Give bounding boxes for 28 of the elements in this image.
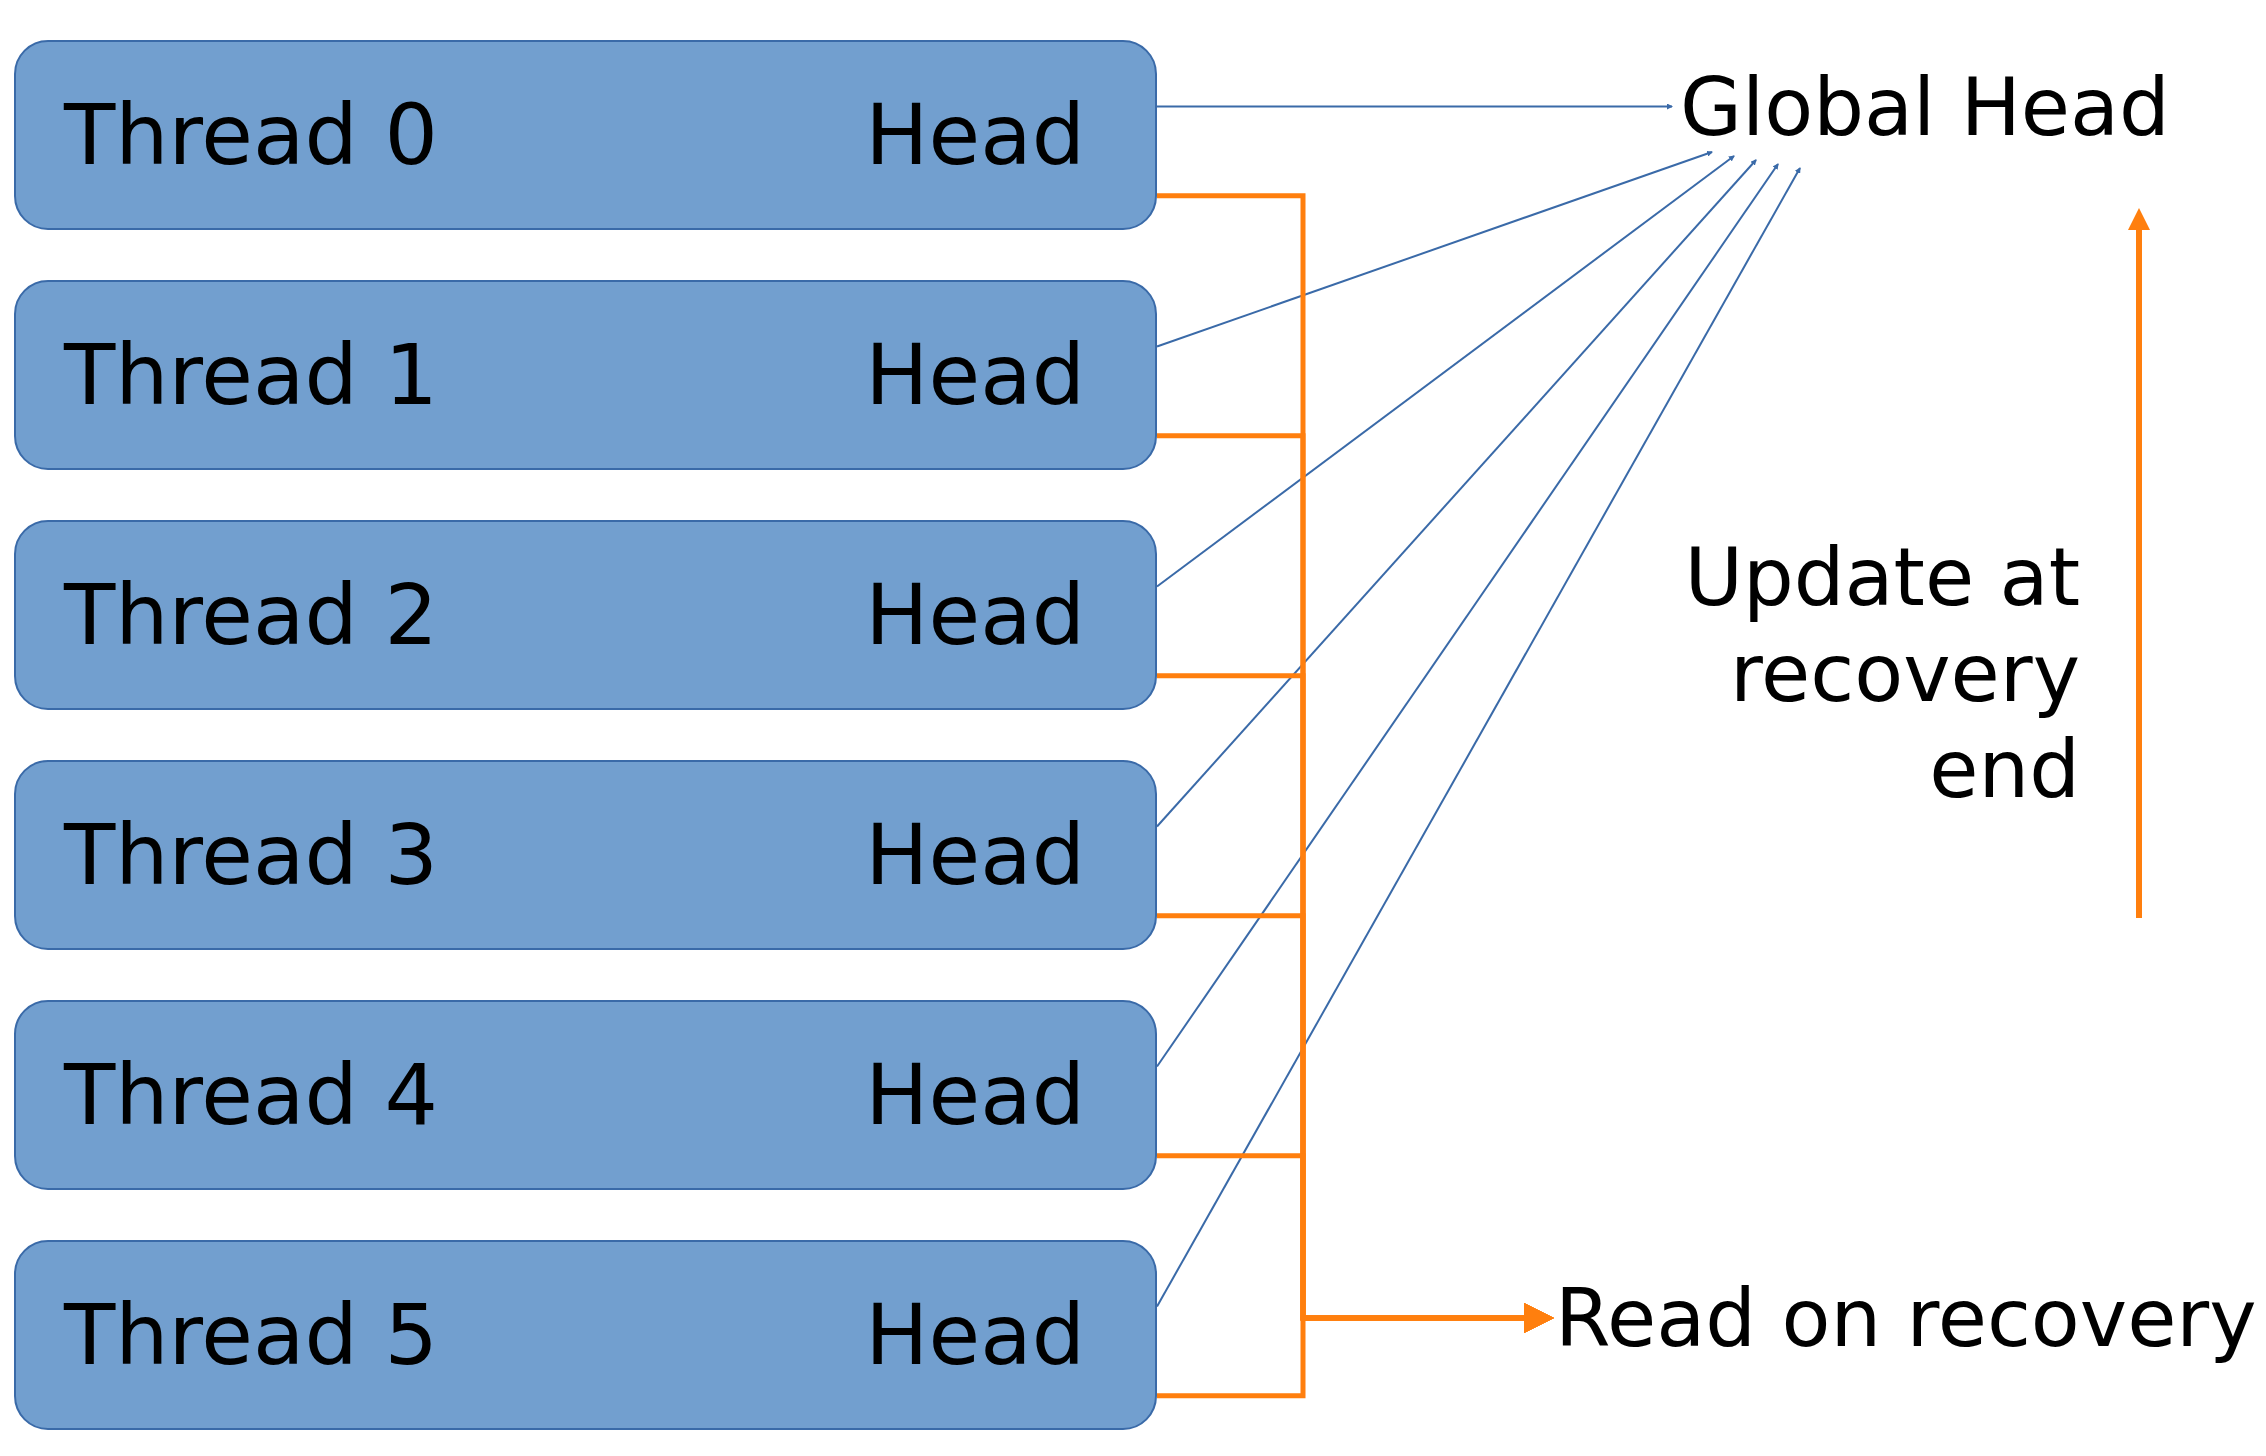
thread-box — [14, 280, 1157, 470]
arrow — [1156, 163, 1779, 1068]
arrow — [1156, 167, 1801, 1308]
arrow — [1157, 1303, 1554, 1399]
thread-label: Thread 2 — [64, 566, 438, 664]
thread-box — [14, 760, 1157, 950]
thread-box — [14, 40, 1157, 230]
head-label: Head — [865, 86, 1085, 184]
thread-label: Thread 3 — [64, 806, 438, 904]
thread-label: Thread 4 — [64, 1046, 438, 1144]
thread-box — [14, 1240, 1157, 1430]
thread-box — [14, 520, 1157, 710]
head-label: Head — [865, 1286, 1085, 1384]
arrow — [1156, 103, 1673, 110]
arrow — [1156, 155, 1735, 588]
node-label: Global Head — [1680, 61, 2170, 154]
thread-label: Thread 1 — [64, 326, 438, 424]
head-label: Head — [865, 326, 1085, 424]
note-text: Update at recovery end — [1683, 530, 2080, 818]
arrow — [1156, 159, 1757, 828]
arrow — [1156, 150, 1713, 348]
head-label: Head — [865, 566, 1085, 664]
head-label: Head — [865, 806, 1085, 904]
thread-box — [14, 1000, 1157, 1190]
thread-label: Thread 5 — [64, 1286, 438, 1384]
thread-label: Thread 0 — [64, 86, 438, 184]
node-label: Read on recovery — [1555, 1271, 2257, 1365]
head-label: Head — [865, 1046, 1085, 1144]
